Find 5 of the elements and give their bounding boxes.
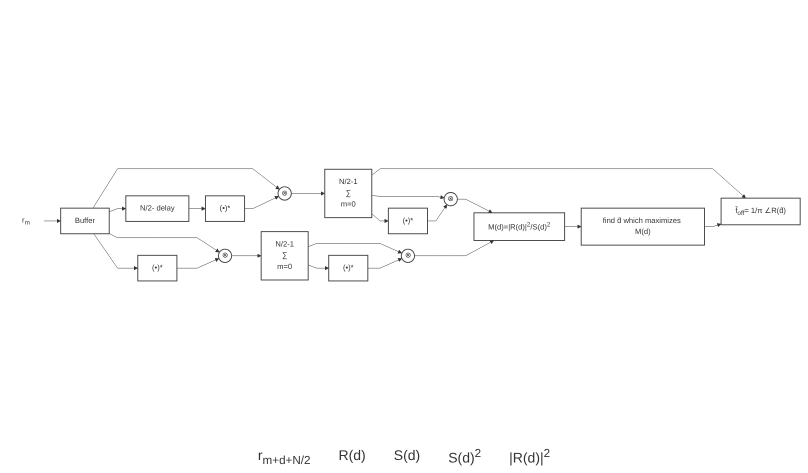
signal-label: r$_{m+d+N/2}$: [258, 447, 310, 467]
signal-label: S(d): [394, 447, 420, 466]
signal-label: R(d): [338, 447, 366, 466]
signal-label: |R(d)|$^{2}$: [509, 447, 550, 467]
signal-label: S(d)$^{2}$: [448, 447, 482, 467]
